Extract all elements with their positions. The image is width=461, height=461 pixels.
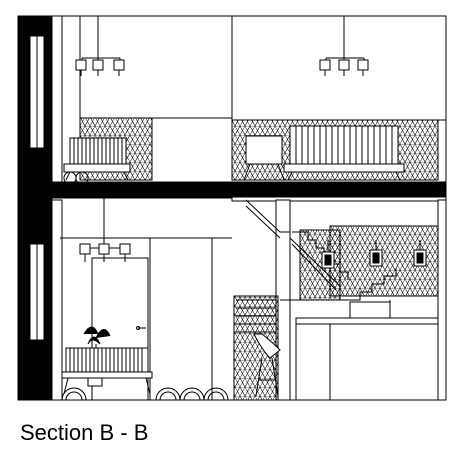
right-wall	[437, 199, 447, 401]
wall-sconce	[413, 240, 427, 267]
armchair	[63, 137, 131, 185]
tv-screen	[243, 135, 285, 181]
pendant-chandelier	[75, 16, 125, 76]
left-wall	[17, 15, 63, 401]
kitchen-counter	[295, 300, 439, 401]
wall-sconce	[369, 240, 383, 267]
section-caption: Section B - B	[20, 420, 149, 445]
bench	[61, 347, 153, 395]
wall-sconce	[321, 240, 335, 269]
sofa	[283, 125, 405, 181]
pendant-chandelier	[79, 198, 131, 262]
bar-stool	[253, 333, 281, 397]
floor-arches	[61, 387, 229, 401]
pendant-chandelier	[319, 16, 369, 76]
